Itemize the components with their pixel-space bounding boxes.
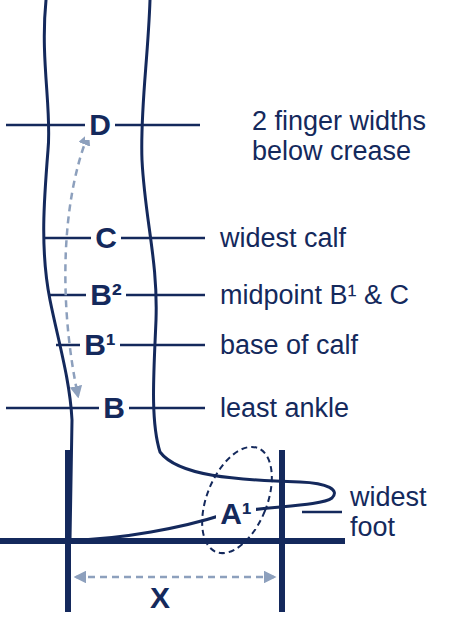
- floor-bar: [0, 538, 345, 544]
- foot-width-ellipse: [188, 437, 286, 563]
- foot-frame: [0, 450, 345, 612]
- heel-bar: [65, 450, 71, 612]
- toe-bar: [279, 450, 285, 612]
- measure-note: base of calf: [220, 330, 358, 360]
- foot-length-arrow: [76, 576, 274, 579]
- dimension-letter: X: [146, 583, 174, 613]
- measure-note: midpoint B¹ & C: [220, 280, 409, 310]
- line-foot: [302, 511, 342, 514]
- line-b2: [48, 294, 205, 297]
- measure-note: least ankle: [220, 393, 349, 423]
- measure-letter: C: [91, 223, 121, 253]
- leg-outline-front: [70, 0, 334, 540]
- measure-letter: A¹: [216, 499, 256, 529]
- measure-note: 2 finger widths below crease: [252, 106, 464, 166]
- measure-letter: B: [99, 393, 129, 423]
- measure-note: widest foot: [350, 482, 450, 542]
- measure-letter: B¹: [80, 330, 120, 360]
- measure-note: widest calf: [220, 223, 346, 253]
- line-b1: [56, 344, 205, 347]
- measure-lines: [6, 125, 342, 512]
- measure-letter: D: [85, 110, 115, 140]
- line-c: [44, 237, 205, 240]
- measure-letter: B²: [86, 280, 126, 310]
